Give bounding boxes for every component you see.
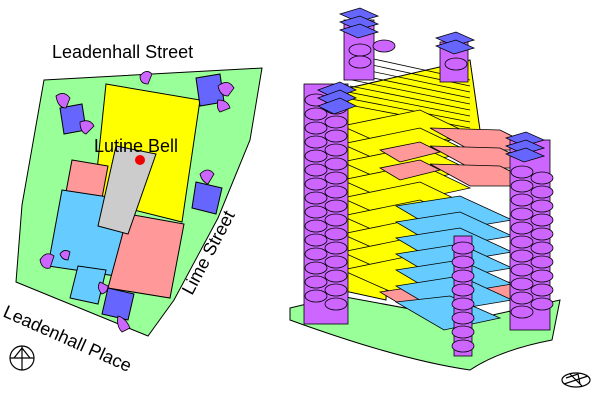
- iso-core-tower-east: [504, 131, 554, 331]
- service-tower-west: [39, 250, 71, 269]
- label-lutine-bell: Lutine Bell: [94, 136, 178, 156]
- label-leadenhall-street: Leadenhall Street: [52, 42, 193, 62]
- service-tower-south: [98, 281, 135, 333]
- north-arrow-icon: [9, 345, 35, 371]
- north-arrow-icon: [561, 372, 591, 388]
- site-plan: Leadenhall Street Lutine Bell Lime Stree…: [0, 42, 263, 376]
- iso-service-tower-west-top: [316, 81, 358, 115]
- iso-core-tower-north: [338, 7, 396, 81]
- iso-core-tower-west: [303, 83, 349, 325]
- service-tower-northeast: [139, 71, 235, 113]
- service-tower-northwest: [55, 93, 95, 135]
- lutine-bell-marker: [135, 155, 145, 165]
- bell-platform: [97, 145, 157, 235]
- iso-atrium-roof-lines: [343, 55, 471, 129]
- service-tower-east: [191, 169, 223, 215]
- iso-core-tower-south: [451, 235, 475, 357]
- office-block-southwest-small: [69, 265, 107, 305]
- office-block-south: [107, 213, 185, 299]
- iso-ground-plane: [289, 295, 561, 371]
- isometric-view: [289, 7, 591, 388]
- iso-core-tower-northeast: [434, 31, 476, 83]
